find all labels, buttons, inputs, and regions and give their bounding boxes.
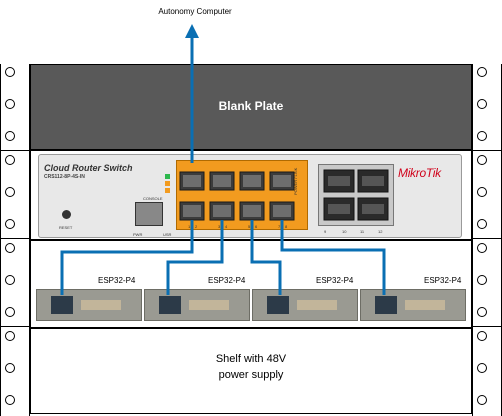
- switch-model-title: Cloud Router Switch: [44, 163, 133, 173]
- status-led: [165, 174, 170, 179]
- ethernet-port-jack: [273, 205, 291, 217]
- sfp-port-slot: [362, 176, 384, 186]
- power-shelf: [30, 328, 472, 414]
- reset-button[interactable]: [62, 210, 71, 219]
- uplink-arrow-head: [185, 24, 199, 38]
- sfp-port-slot: [328, 204, 350, 214]
- port-number: 1: [188, 224, 191, 229]
- rail-hole: [477, 331, 487, 341]
- ethernet-port-jack: [243, 205, 261, 217]
- rail-hole: [477, 275, 487, 285]
- ethernet-port-jack: [273, 175, 291, 187]
- rail-hole: [477, 131, 487, 141]
- reset-label: RESET: [59, 225, 73, 230]
- rail-hole: [477, 99, 487, 109]
- blank-plate: [30, 64, 472, 150]
- device-label: ESP32-P4: [98, 276, 136, 285]
- port-number: 6: [255, 224, 258, 229]
- console-label: CONSOLE: [143, 196, 163, 201]
- ethernet-cable: [280, 220, 386, 295]
- ethernet-port-jack: [213, 175, 231, 187]
- device-label: ESP32-P4: [208, 276, 246, 285]
- status-led: [165, 188, 170, 193]
- rail-hole: [477, 395, 487, 405]
- sfp-port-slot: [362, 204, 384, 214]
- ethernet-cable: [166, 220, 224, 295]
- port-number: 3: [218, 224, 221, 229]
- ethernet-cable: [60, 220, 194, 295]
- rail-hole: [5, 395, 15, 405]
- shelf-label-line1: Shelf with 48V: [215, 353, 287, 365]
- esp32-device: [144, 289, 250, 321]
- esp32-device: [360, 289, 466, 321]
- ethernet-port-jack: [183, 205, 201, 217]
- rail-hole: [5, 131, 15, 141]
- shelf-label-line2: power supply: [218, 369, 284, 381]
- port-number: 5: [248, 224, 251, 229]
- left-rail: [0, 64, 30, 416]
- port-number: 2: [195, 224, 198, 229]
- mikrotik-logo: MikroTik: [398, 166, 441, 180]
- esp32-device: [36, 289, 142, 321]
- ethernet-port-jack: [243, 175, 261, 187]
- sfp-port-number: 12: [378, 229, 383, 234]
- rail-hole: [5, 67, 15, 77]
- usr-label: USR: [163, 232, 172, 237]
- esp32-device: [252, 289, 358, 321]
- rail-hole: [5, 363, 15, 373]
- rail-hole: [5, 187, 15, 197]
- rail-hole: [477, 187, 487, 197]
- autonomy-computer-label: Autonomy Computer: [158, 7, 232, 16]
- rail-hole: [477, 155, 487, 165]
- console-port[interactable]: [135, 202, 163, 226]
- rail-hole: [477, 219, 487, 229]
- blank-plate-label: Blank Plate: [218, 99, 284, 113]
- ethernet-cable: [250, 220, 282, 295]
- pwr-label: PWR: [133, 232, 143, 237]
- ethernet-port-jack: [213, 205, 231, 217]
- sfp-port-slot: [328, 176, 350, 186]
- rail-hole: [5, 155, 15, 165]
- rail-hole: [5, 243, 15, 253]
- port-number: 8: [285, 224, 288, 229]
- rail-hole: [5, 219, 15, 229]
- sfp-port-number: 10: [342, 229, 347, 234]
- sfp-port-number: 11: [360, 229, 365, 234]
- rail-hole: [5, 331, 15, 341]
- device-label: ESP32-P4: [316, 276, 354, 285]
- rail-hole: [5, 275, 15, 285]
- rail-hole: [5, 99, 15, 109]
- rail-hole: [477, 307, 487, 317]
- port-number: 7: [278, 224, 281, 229]
- rail-hole: [477, 363, 487, 373]
- rail-hole: [477, 243, 487, 253]
- switch-model-number: CRS112-8P-4S-IN: [44, 174, 85, 180]
- ethernet-port-jack: [183, 175, 201, 187]
- device-label: ESP32-P4: [424, 276, 462, 285]
- rail-hole: [477, 67, 487, 77]
- status-led: [165, 181, 170, 186]
- rail-hole: [5, 307, 15, 317]
- port-number: 4: [225, 224, 228, 229]
- sfp-port-number: 9: [324, 229, 327, 234]
